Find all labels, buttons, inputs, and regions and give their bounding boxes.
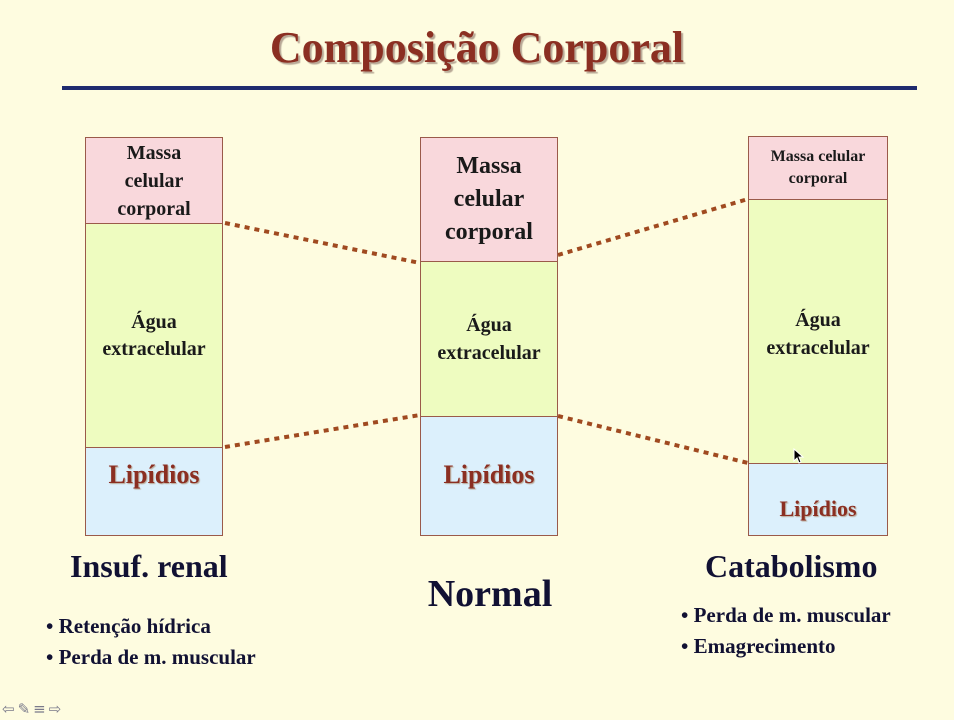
water-block: Água extracelular [420,261,558,417]
mass-label: corporal [117,197,191,220]
lipid-label: Lipídios [779,496,857,521]
pen-icon[interactable]: ✎ [17,700,31,718]
slide-title: Composição Corporal [269,23,685,72]
mass-label: corporal [445,219,533,245]
water-block: Água extracelular [748,199,888,464]
connector-right-upper [557,197,749,257]
connector-left-upper [224,221,421,265]
bullet-list: Retenção hídrica Perda de m. muscular [46,611,256,673]
lipid-label: Lipídios [108,460,200,489]
mass-block: Massa celular corporal [420,137,558,262]
bullet-item: Perda de m. muscular [46,642,256,673]
mass-label: corporal [788,170,848,187]
caption-normal: Normal [427,573,553,615]
lipid-block: Lipídios [748,463,888,536]
lipid-block: Lipídios [85,447,223,536]
slide-navigation: ⇦ ✎ ≡ ⇨ [2,700,61,718]
water-label: Água [131,310,177,333]
forward-arrow-icon[interactable]: ⇨ [48,700,62,718]
back-arrow-icon[interactable]: ⇦ [2,700,15,718]
mouse-cursor-icon [793,448,805,464]
connector-left-lower [224,413,421,449]
mass-label: celular [453,186,525,212]
mass-label: celular [124,169,184,192]
water-label: Água [795,309,841,331]
mass-label: Massa celular [770,148,866,165]
mass-label: Massa [456,153,522,179]
water-label: extracelular [437,342,541,364]
lipid-label: Lipídios [443,460,535,489]
caption-catabolismo: Catabolismo [705,548,878,584]
mass-block: Massa celular corporal [85,137,223,224]
water-block: Água extracelular [85,223,223,448]
bullet-item: Emagrecimento [681,631,891,662]
caption-insuf-renal: Insuf. renal [70,548,228,584]
lipid-block: Lipídios [420,416,558,536]
water-label: extracelular [102,337,206,360]
bullet-list: Perda de m. muscular Emagrecimento [681,600,891,662]
menu-icon[interactable]: ≡ [33,700,46,718]
bullet-item: Perda de m. muscular [681,600,891,631]
bullet-item: Retenção hídrica [46,611,256,642]
mass-block: Massa celular corporal [748,136,888,200]
connector-right-lower [557,414,749,465]
water-label: Água [466,314,512,336]
mass-label: Massa [126,141,182,164]
title-underline [62,86,917,90]
water-label: extracelular [766,337,870,359]
